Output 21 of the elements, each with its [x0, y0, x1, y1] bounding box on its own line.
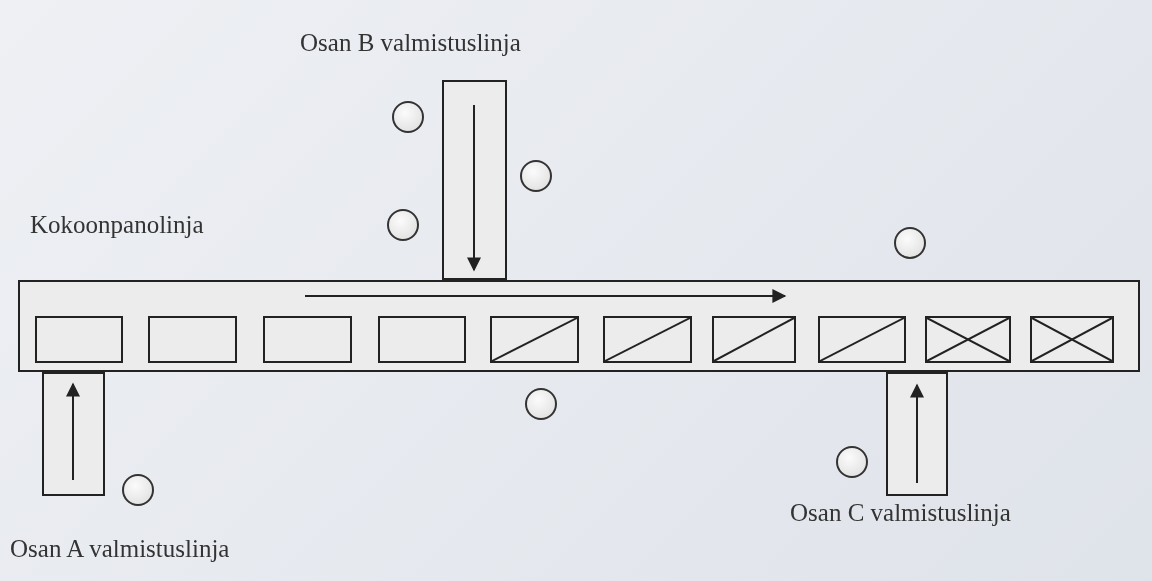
- line-label: Osan C valmistuslinja: [790, 500, 1011, 525]
- worker-circle: [520, 160, 552, 192]
- workpiece-box: [148, 316, 237, 363]
- worker-circle: [525, 388, 557, 420]
- line-label: Kokoonpanolinja: [30, 212, 204, 237]
- worker-circle: [836, 446, 868, 478]
- workpiece-box-half-done: [490, 316, 579, 363]
- workpiece-box-half-done: [603, 316, 692, 363]
- workpiece-box-half-done: [818, 316, 906, 363]
- workpiece-box-half-done: [712, 316, 796, 363]
- worker-circle: [387, 209, 419, 241]
- workpiece-box: [35, 316, 123, 363]
- workpiece-box-finished: [1030, 316, 1114, 363]
- line-label: Osan A valmistuslinja: [10, 536, 230, 561]
- line-label: Osan B valmistuslinja: [300, 30, 521, 55]
- worker-circle: [894, 227, 926, 259]
- worker-circle: [122, 474, 154, 506]
- worker-circle: [392, 101, 424, 133]
- workpiece-box: [263, 316, 352, 363]
- workpiece-box-finished: [925, 316, 1011, 363]
- workpiece-box: [378, 316, 466, 363]
